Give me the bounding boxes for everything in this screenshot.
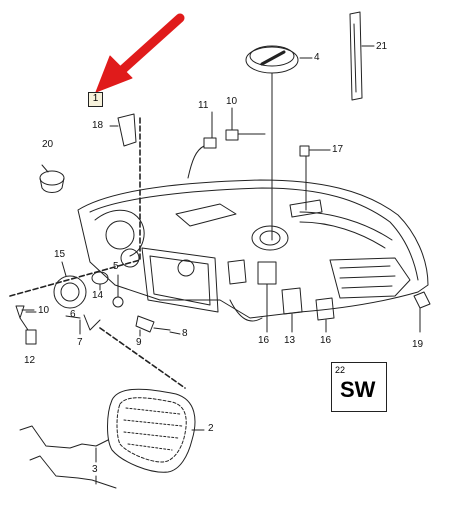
leader-lines xyxy=(25,45,375,335)
callout-15: 15 xyxy=(54,249,66,260)
callout-6: 6 xyxy=(70,309,76,320)
callout-11: 11 xyxy=(198,100,209,111)
callout-17: 17 xyxy=(332,144,344,155)
callout-3: 3 xyxy=(92,464,98,475)
assembly-dashed-lines xyxy=(9,259,186,389)
clip-6 xyxy=(79,314,101,335)
callout-1: 1 xyxy=(92,93,99,104)
connector-19 xyxy=(413,291,431,333)
headlamp-housing xyxy=(77,179,429,322)
bulb-14 xyxy=(91,271,109,291)
sw-box-text: SW xyxy=(340,377,376,402)
callout-12: 12 xyxy=(24,355,36,366)
callout-7: 7 xyxy=(77,337,83,348)
callout-18: 18 xyxy=(92,120,104,131)
socket-9 xyxy=(135,315,171,337)
sw-variant-box: 22 SW xyxy=(331,362,387,412)
callout-14: 14 xyxy=(92,290,104,301)
strip-21 xyxy=(349,11,363,101)
grommet-20 xyxy=(39,170,65,193)
cap-4 xyxy=(245,45,299,241)
connector-5 xyxy=(112,274,124,308)
wire-connector-11 xyxy=(187,107,266,179)
callout-2: 2 xyxy=(208,423,214,434)
bulb-opening xyxy=(251,225,289,251)
red-pointer-arrow xyxy=(95,13,185,93)
callout-16-right: 16 xyxy=(320,335,332,346)
bracket-16b xyxy=(315,297,335,333)
module-13 xyxy=(281,287,303,333)
wire-springs-3 xyxy=(19,425,117,489)
callout-16-left: 16 xyxy=(258,335,270,346)
screw-12 xyxy=(15,305,37,345)
callout-20: 20 xyxy=(42,139,54,150)
inner-reflector-frame xyxy=(141,247,247,313)
callout-4: 4 xyxy=(314,52,320,63)
callout-5: 5 xyxy=(113,261,119,272)
callout-box-1: 1 xyxy=(88,92,103,107)
frame-2 xyxy=(107,388,205,473)
sw-box-number: 22 xyxy=(335,365,346,375)
lamp-15 xyxy=(53,261,87,309)
bracket-18 xyxy=(117,113,141,261)
callout-19: 19 xyxy=(412,339,424,350)
callout-21: 21 xyxy=(376,41,388,52)
callout-9: 9 xyxy=(136,337,142,348)
callout-10-top: 10 xyxy=(226,96,238,107)
bracket-16a xyxy=(257,261,277,333)
callout-10-left: 10 xyxy=(38,305,50,316)
callout-8: 8 xyxy=(182,328,188,339)
callout-13: 13 xyxy=(284,335,296,346)
